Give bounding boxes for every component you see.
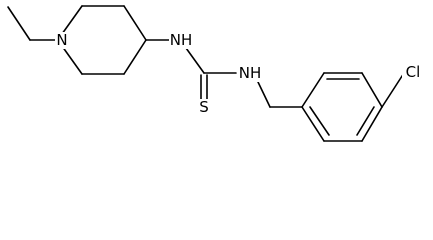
atom-nh-right: NH (238, 64, 262, 82)
bond-ring-c4-c5 (123, 39, 147, 75)
bond-nh-ch2 (257, 81, 271, 108)
atom-label-nh-right: NH (239, 64, 262, 82)
bond-benz-inner-c (309, 106, 330, 136)
atom-sulfur: S (197, 98, 211, 116)
atom-chlorine: Cl (402, 63, 424, 81)
bond-benz-inner-b (356, 106, 375, 136)
bond-benz-3-4 (361, 72, 383, 108)
bond-ring-c3-c4 (123, 5, 147, 41)
bond-nh-thiocarbonyl (185, 47, 205, 74)
atom-label-cl: Cl (406, 63, 421, 81)
bond-ethyl-ch3 (7, 6, 31, 41)
chemical-structure-diagram: N NH NH S Cl (7, 5, 424, 142)
bond-ring-n-c2 (61, 5, 83, 35)
atom-nh-left: NH (169, 31, 193, 49)
bond-benz-4-5 (361, 106, 383, 142)
bond-ring-c6-n (61, 45, 83, 75)
bond-benz-1-2 (301, 72, 325, 108)
bonds (7, 5, 405, 142)
atom-n-piperidine: N (55, 31, 69, 49)
bond-aryl-cl (381, 72, 405, 108)
bond-benz-6-1 (301, 106, 325, 142)
atom-label-nh-left: NH (170, 31, 193, 49)
atom-labels: N NH NH S Cl (55, 31, 424, 116)
atom-label-n: N (56, 31, 67, 49)
atom-label-s: S (199, 98, 209, 116)
